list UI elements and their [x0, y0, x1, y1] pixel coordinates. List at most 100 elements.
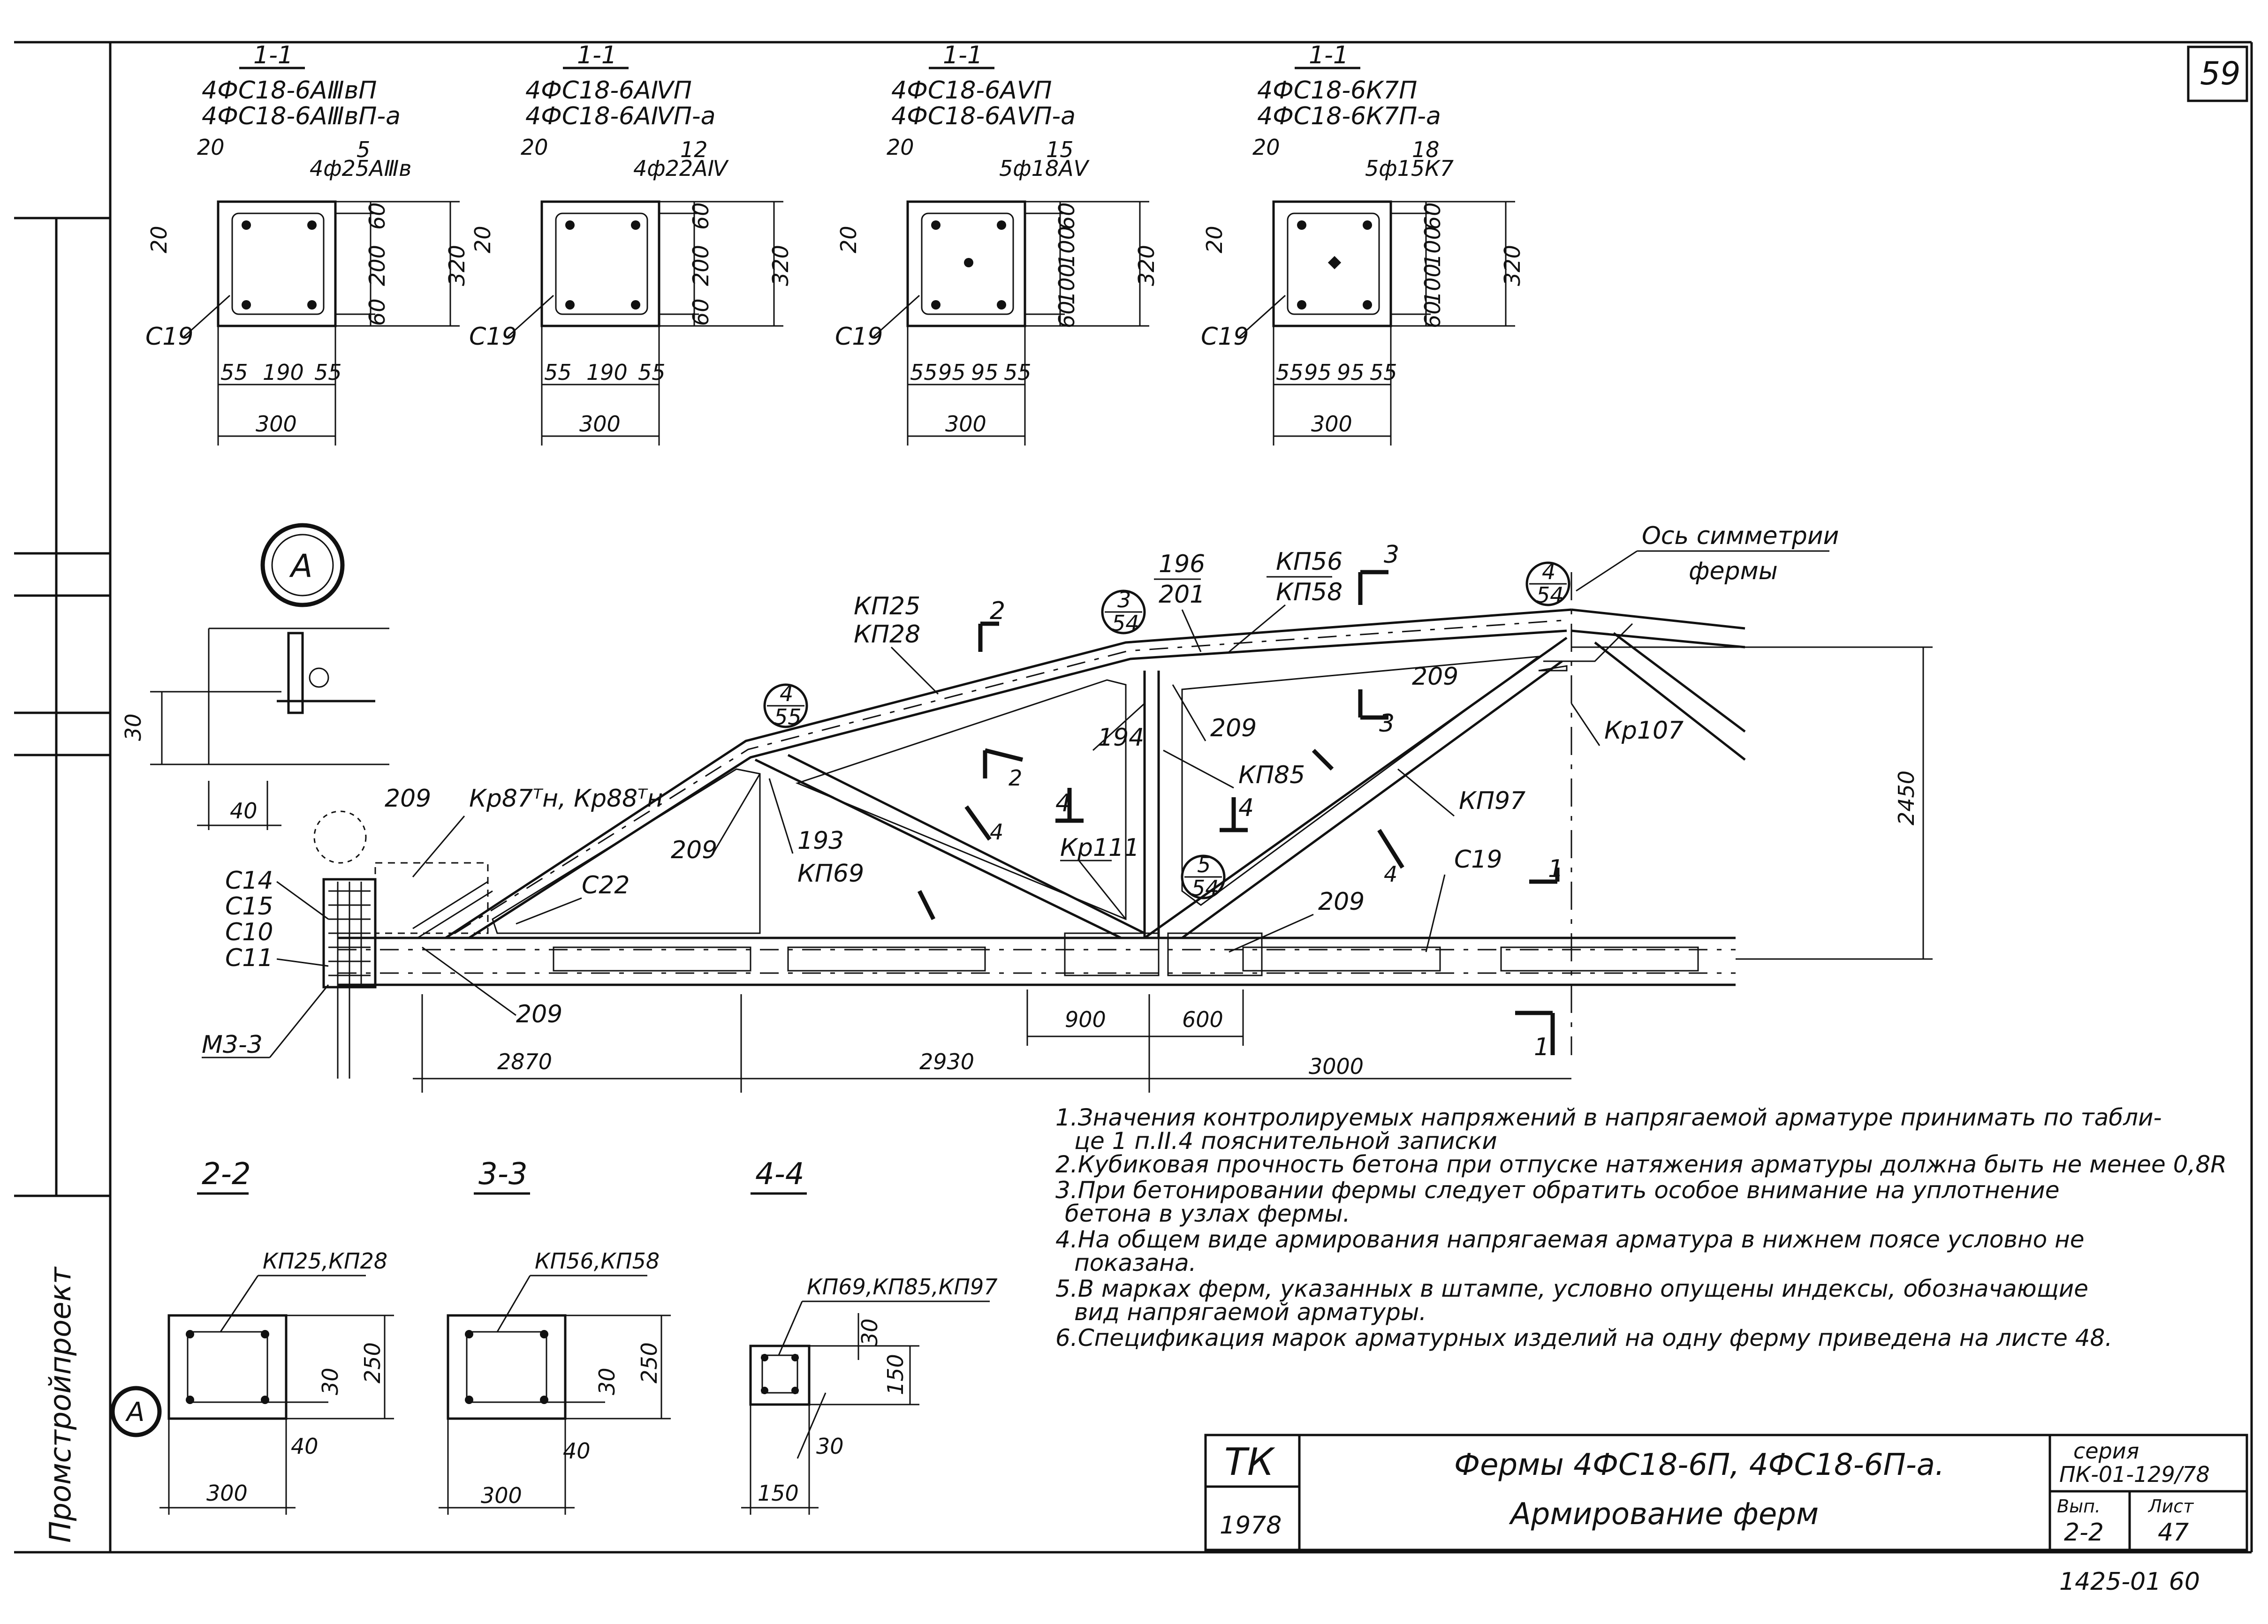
spacer-mark: С19 [1201, 323, 1249, 351]
truss-dimensions: 2450 2870 2930 3000 900 600 [413, 646, 1933, 1093]
truss-labels: КП25 КП28 196 201 КП56 КП58 Ось симметри… [202, 522, 1839, 1059]
callout-top: 5 [1197, 852, 1211, 877]
node-dim-2: 600 [1182, 1007, 1223, 1032]
dim-v-2: 100 [1420, 226, 1445, 267]
label-c14: С14 [225, 867, 273, 895]
section-2-2-inset: 40 [291, 1434, 319, 1459]
symmetry-axis-line-2: фермы [1689, 557, 1778, 585]
note-line-6: 4.На общем виде армирования напрягаемая … [1055, 1226, 2085, 1253]
label-c11: С11 [225, 944, 273, 972]
dim-h-3: 55 [638, 360, 666, 385]
dim-h-2: 190 [263, 360, 304, 385]
dim-v-2: 200 [688, 245, 713, 286]
note-line-1: 1.Значения контролируемых напряжений в н… [1055, 1104, 2162, 1131]
label-c22: С22 [582, 871, 630, 899]
section-1-1-a: 1-1 4ФС18-6АⅢвП 4ФС18-6АⅢвП-а 20 5 4ф25А… [145, 41, 470, 446]
section-height: 320 [444, 245, 470, 286]
dim-h-1: 55 [910, 360, 938, 385]
note-line-2: це 1 п.II.4 пояснительной записки [1074, 1127, 1497, 1155]
bar-spec: 5ф18АⅤ [999, 156, 1090, 181]
spacer-mark: С19 [145, 323, 193, 351]
callout-top: 3 [1117, 587, 1131, 612]
cut-mark-4-d: 4 [1384, 861, 1397, 887]
dim-v-4: 60 [1420, 301, 1445, 328]
section-width: 300 [945, 411, 986, 437]
section-mark-1: 4ФС18-6АⅣП [525, 76, 692, 105]
notes-block: 1.Значения контролируемых напряжений в н… [1055, 1104, 2227, 1352]
span-3: 3000 [1309, 1054, 1364, 1079]
section-height: 320 [1134, 245, 1159, 286]
section-mark-2: 4ФС18-6АⅣП-а [525, 102, 715, 130]
dim-h-4: 55 [1004, 360, 1032, 385]
section-3-3-width: 300 [481, 1483, 522, 1508]
offset-left: 20 [836, 226, 861, 253]
section-4-4-title: 4-4 [755, 1157, 804, 1192]
callout-top: 4 [1542, 559, 1555, 584]
section-width: 300 [256, 411, 297, 437]
section-mark-2: 4ФС18-6К7П-а [1257, 102, 1441, 130]
dim-v-4: 60 [1054, 301, 1079, 328]
section-4-4-height: 150 [883, 1354, 908, 1395]
dim-v-2: 200 [364, 245, 390, 286]
label-209-d: 209 [1318, 888, 1365, 916]
section-height: 320 [768, 245, 793, 286]
dim-v-3: 60 [688, 298, 713, 326]
note-line-7: показана. [1074, 1249, 1197, 1277]
dim-v-1: 60 [688, 202, 713, 230]
section-2-2-mark: КП25,КП28 [263, 1248, 387, 1274]
title-main: Фермы 4ФС18-6П, 4ФС18-6П-а. [1454, 1448, 1944, 1482]
section-mark-2: 4ФС18-6АⅤП-а [891, 102, 1076, 130]
callout-5-54: 5 54 [1181, 852, 1226, 901]
side-stamp: Промстройпроект [43, 1266, 77, 1543]
callout-4-55: 4 55 [763, 681, 808, 730]
dim-h-2: 95 [1304, 360, 1332, 385]
label-196: 196 [1159, 550, 1205, 578]
dim-v-2: 100 [1054, 226, 1079, 267]
section-mark-1: 4ФС18-6АⅢвП [202, 76, 377, 105]
label-c10: С10 [225, 918, 273, 946]
section-4-4-mark: КП69,КП85,КП97 [807, 1274, 998, 1299]
offset-top: 20 [197, 135, 225, 160]
section-2-2-cover: 30 [318, 1367, 343, 1395]
dim-h-3: 55 [314, 360, 342, 385]
section-4-4-cover: 30 [816, 1434, 844, 1459]
cut-mark-3-top: 3 [1384, 541, 1399, 569]
cut-mark-4-c: 4 [990, 819, 1003, 845]
section-3-3-title: 3-3 [478, 1157, 528, 1192]
label-kp28: КП28 [854, 620, 920, 649]
label-kp25: КП25 [854, 592, 920, 620]
label-kp107: Кр107 [1604, 717, 1684, 745]
cut-mark-2-top: 2 [990, 597, 1005, 625]
issue-value: 2-2 [2064, 1518, 2104, 1547]
section-mark-1: 4ФС18-6К7П [1257, 76, 1417, 105]
section-cut-label: 1-1 [577, 41, 617, 69]
bottom-code: 1425-01 60 [2059, 1568, 2200, 1596]
note-line-3: 2.Кубиковая прочность бетона при отпуске… [1055, 1151, 2227, 1178]
callout-bottom: 54 [1112, 611, 1139, 636]
detail-callouts: 4 55 3 54 4 54 5 54 [763, 559, 1570, 901]
dim-v-3: 100 [1420, 264, 1445, 305]
callout-bottom: 54 [1536, 582, 1564, 608]
section-mark-2: 4ФС18-6АⅢвП-а [202, 102, 401, 130]
section-2-2-node: А [125, 1397, 144, 1428]
label-c15: С15 [225, 892, 273, 921]
sheet-number: 59 [2200, 55, 2241, 92]
bar-count: 5 [357, 137, 370, 162]
section-4-4-width: 150 [758, 1480, 799, 1506]
section-height: 320 [1500, 245, 1525, 286]
title-sub: Армирование ферм [1509, 1497, 1819, 1532]
note-line-9: вид напрягаемой арматуры. [1074, 1299, 1426, 1326]
label-m3: М3-3 [202, 1031, 263, 1059]
sheet-label: Лист [2147, 1496, 2194, 1517]
section-2-2-height: 250 [360, 1342, 385, 1383]
sheet-frame: Промстройпроект [14, 41, 2253, 1554]
section-cut-label: 1-1 [253, 41, 293, 69]
dim-h-2: 190 [586, 360, 628, 385]
dim-h-1: 55 [220, 360, 248, 385]
label-209-b: 209 [1412, 663, 1458, 691]
section-width: 300 [1311, 411, 1352, 437]
callout-4-54: 4 54 [1525, 559, 1570, 608]
truss-elevation [313, 572, 1746, 1079]
spacer-mark: С19 [835, 323, 883, 351]
offset-top: 20 [521, 135, 548, 160]
